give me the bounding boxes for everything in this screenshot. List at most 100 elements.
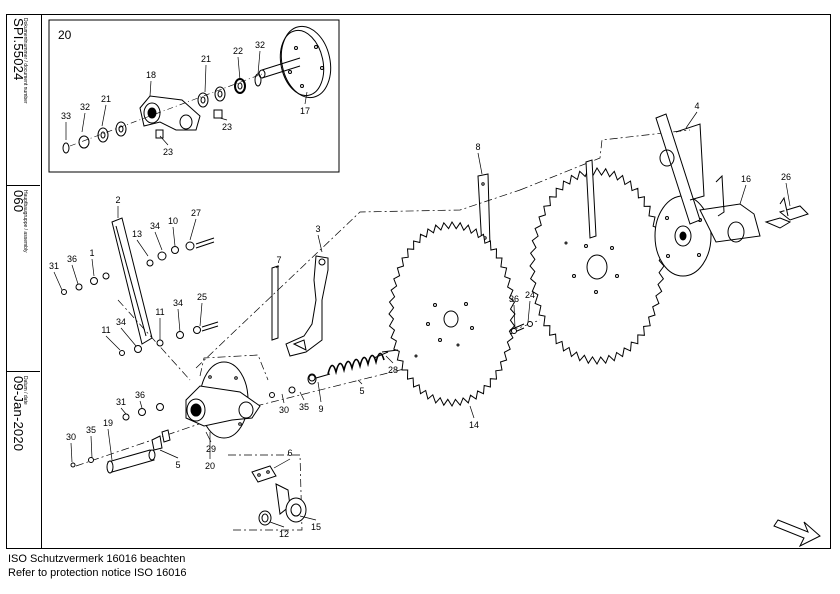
bushing <box>106 449 156 474</box>
part-callout: 34 <box>116 317 126 327</box>
part-callout: 17 <box>300 106 310 116</box>
footer-protection-en: Refer to protection notice ISO 16016 <box>8 567 187 579</box>
part-callout: 12 <box>279 529 289 539</box>
part-callout: 24 <box>525 290 535 300</box>
leader-line <box>199 302 203 327</box>
leader-line <box>357 379 363 385</box>
spring <box>307 351 389 385</box>
part-callout: 19 <box>103 418 113 428</box>
part-callout: 32 <box>255 40 265 50</box>
leader-line <box>237 56 241 81</box>
inset-washers <box>62 73 262 154</box>
part-callout: 31 <box>116 397 126 407</box>
tension-parts <box>251 465 307 526</box>
inset-title: 20 <box>58 28 72 42</box>
leader-line <box>469 405 475 419</box>
part-callout: 10 <box>168 216 178 226</box>
part-callout: 23 <box>163 147 173 157</box>
leader-line <box>189 218 197 241</box>
part-callout: 34 <box>173 298 183 308</box>
leader-line <box>304 91 308 105</box>
leader-line <box>53 271 63 291</box>
part-callout: 36 <box>135 390 145 400</box>
leader-line <box>136 239 149 257</box>
part-callout: 22 <box>233 46 243 56</box>
part-callout: 6 <box>287 448 292 458</box>
saw-blade-front <box>388 220 516 408</box>
leader-line <box>273 458 291 469</box>
part-callout: 29 <box>206 444 216 454</box>
part-callout: 25 <box>197 292 207 302</box>
part-callout: 18 <box>146 70 156 80</box>
leader-line <box>172 226 176 247</box>
part-callout: 34 <box>150 221 160 231</box>
part-callout: 20 <box>205 461 215 471</box>
leader-line <box>149 80 152 97</box>
leader-line <box>527 300 531 323</box>
leader-line <box>105 335 121 351</box>
leader-line <box>107 428 113 461</box>
leader-line <box>275 265 280 269</box>
drawing-frame <box>6 14 831 549</box>
part-callout: 8 <box>475 142 480 152</box>
leader-line <box>281 393 285 404</box>
leader-line <box>785 182 791 207</box>
scraper-bracket <box>285 255 329 357</box>
part-callout: 30 <box>279 405 289 415</box>
leader-line <box>317 381 322 403</box>
part-callout: 15 <box>311 522 321 532</box>
inset-arm <box>139 95 201 131</box>
bracket-7 <box>271 265 279 341</box>
part-callout: 9 <box>318 404 323 414</box>
leader-line <box>71 264 79 285</box>
leader-line <box>257 50 261 75</box>
hub-assembly <box>654 113 809 277</box>
part-callout: 1 <box>89 248 94 258</box>
part-callout: 2 <box>115 195 120 205</box>
part-callout: 14 <box>469 420 479 430</box>
part-callout: 16 <box>741 174 751 184</box>
hardware-lower <box>70 196 789 468</box>
leader-line <box>204 64 207 93</box>
part-callout: 21 <box>201 54 211 64</box>
leader-line <box>81 112 86 133</box>
leader-line <box>139 400 143 409</box>
leader-line <box>299 391 305 401</box>
leader-lines <box>53 50 791 528</box>
hardware-left <box>61 237 219 356</box>
leader-line <box>299 515 317 521</box>
part-callout: 11 <box>155 307 164 317</box>
direction-arrow <box>773 519 821 548</box>
leader-line <box>269 521 285 528</box>
part-callout: 35 <box>299 402 309 412</box>
part-callout: 36 <box>509 294 519 304</box>
leader-line <box>91 258 95 277</box>
assembly-cell: Hauptbaugruppe / assembly 060 <box>6 186 40 372</box>
lever-arm <box>111 217 153 345</box>
part-callout: 26 <box>781 172 791 182</box>
part-callout: 33 <box>61 111 71 121</box>
leader-line <box>159 449 179 459</box>
inset-box <box>48 19 340 173</box>
part-callout: 3 <box>315 224 320 234</box>
part-callout: 5 <box>175 460 180 470</box>
part-callout: 13 <box>132 229 142 239</box>
part-callout: 30 <box>66 432 76 442</box>
part-callout: 27 <box>191 208 201 218</box>
part-callout: 31 <box>49 261 59 271</box>
leader-line <box>739 184 747 205</box>
inset-axis <box>69 73 263 147</box>
leader-line <box>317 234 323 253</box>
part-callout: 36 <box>67 254 77 264</box>
part-callout: 11 <box>101 325 110 335</box>
leader-line <box>219 117 228 121</box>
leader-line <box>70 442 73 463</box>
part-callout: 5 <box>359 386 364 396</box>
leader-line <box>120 327 137 347</box>
leader-line <box>477 152 483 175</box>
part-callout: 35 <box>86 425 96 435</box>
part-callout: 28 <box>388 365 398 375</box>
